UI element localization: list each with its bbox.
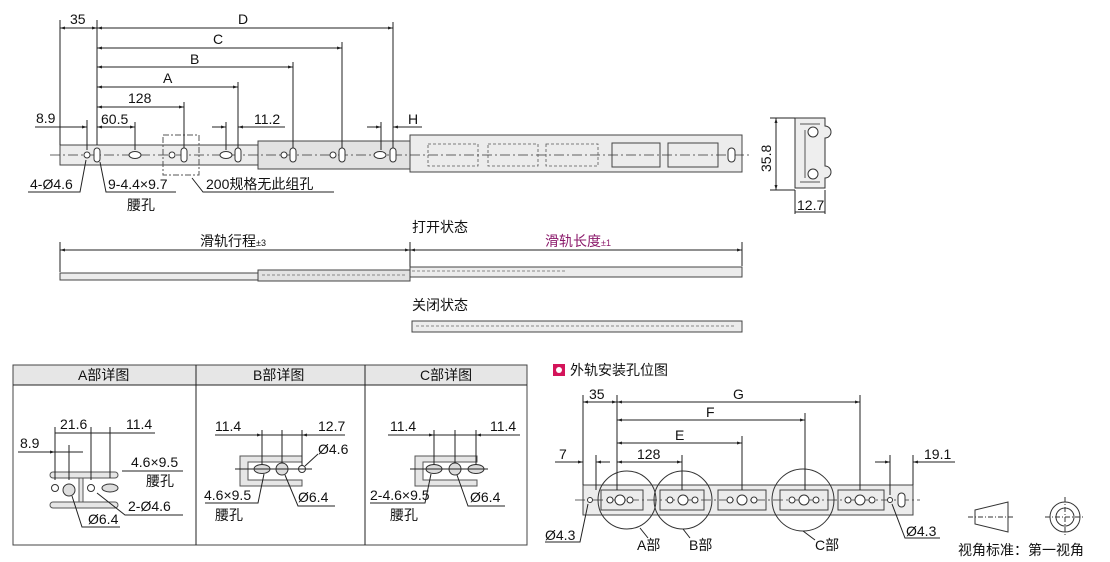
c-11-4-left: 11.4 <box>390 418 416 434</box>
travel-label: 滑轨行程±3 <box>200 233 266 249</box>
length-label: 滑轨长度±1 <box>545 233 611 249</box>
dimension-lines <box>28 20 422 193</box>
b-hole: Ø4.6 <box>318 441 349 457</box>
outer-label-a: A部 <box>637 537 660 553</box>
rail-holes <box>606 494 876 506</box>
a-slot-word: 腰孔 <box>146 473 174 489</box>
outer-G: G <box>733 386 744 402</box>
slots-callout: 9-4.4×9.7 <box>108 176 168 192</box>
outer-label-c: C部 <box>815 537 839 553</box>
outer-E: E <box>675 427 684 443</box>
c-11-4-right: 11.4 <box>490 418 516 434</box>
first-angle-projection-icon <box>968 497 1085 537</box>
detail-c <box>370 430 520 507</box>
a-8-9: 8.9 <box>20 435 40 451</box>
note-200: 200规格无此组孔 <box>206 176 313 192</box>
outer-rail-title: 外轨安装孔位图 <box>570 362 668 378</box>
state-views: 滑轨行程±3 打开状态 滑轨长度±1 关闭状态 <box>59 219 743 333</box>
outer-35: 35 <box>589 386 605 402</box>
a-big: Ø6.4 <box>88 511 119 527</box>
dim-A: A <box>163 70 173 86</box>
a-21-6: 21.6 <box>60 416 87 432</box>
header-a: A部详图 <box>78 367 129 383</box>
outer-label-b: B部 <box>689 537 712 553</box>
dim-8-9: 8.9 <box>36 110 56 126</box>
b-big: Ø6.4 <box>298 489 329 505</box>
outer-rail-mounting: 外轨安装孔位图 35 G F E 128 7 19.1 Ø4.3 Ø4.3 A部… <box>545 362 955 553</box>
end-width: 12.7 <box>797 197 824 213</box>
b-11-4: 11.4 <box>215 418 241 434</box>
detail-a <box>18 427 183 528</box>
a-11-4: 11.4 <box>126 416 152 432</box>
c-big: Ø6.4 <box>470 489 501 505</box>
open-label: 打开状态 <box>412 219 468 235</box>
inner-rail-windows <box>427 142 736 168</box>
dim-60-5: 60.5 <box>101 111 128 127</box>
b-12-7: 12.7 <box>318 418 345 434</box>
a-slot: 4.6×9.5 <box>131 454 178 470</box>
b-slot-word: 腰孔 <box>215 507 243 523</box>
end-height: 35.8 <box>758 145 774 172</box>
excluded-holes-box <box>162 134 200 176</box>
detail-b <box>205 430 345 507</box>
dim-H: H <box>408 111 418 127</box>
outer-128: 128 <box>637 446 661 462</box>
outer-right-hole: Ø4.3 <box>906 523 937 539</box>
dim-128: 128 <box>128 90 152 106</box>
end-view: 35.8 12.7 <box>758 117 832 214</box>
dim-D: D <box>238 11 248 27</box>
outer-left-hole: Ø4.3 <box>545 527 576 543</box>
inner-rail <box>409 134 743 173</box>
c-slot: 2-4.6×9.5 <box>370 487 430 503</box>
b-slot: 4.6×9.5 <box>204 487 251 503</box>
projection-label: 视角标准：第一视角 <box>958 542 1084 558</box>
main-view: 35 D C B A 128 8.9 60.5 11.2 H 4-Ø4.6 9-… <box>28 11 750 213</box>
header-b: B部详图 <box>253 367 304 383</box>
a-holes: 2-Ø4.6 <box>128 498 171 514</box>
dim-11-2: 11.2 <box>254 111 280 127</box>
holes-callout: 4-Ø4.6 <box>30 176 73 192</box>
outer-19-1: 19.1 <box>924 446 951 462</box>
outer-7: 7 <box>559 446 567 462</box>
dim-35: 35 <box>70 11 86 27</box>
slot-word: 腰孔 <box>127 197 155 213</box>
dim-B: B <box>190 51 199 67</box>
closed-label: 关闭状态 <box>412 297 468 313</box>
outer-F: F <box>706 404 715 420</box>
detail-table: A部详图 B部详图 C部详图 21.6 11.4 8.9 4.6×9.5 腰孔 … <box>12 364 528 546</box>
c-slot-word: 腰孔 <box>390 507 418 523</box>
header-c: C部详图 <box>420 367 472 383</box>
dim-C: C <box>213 31 223 47</box>
